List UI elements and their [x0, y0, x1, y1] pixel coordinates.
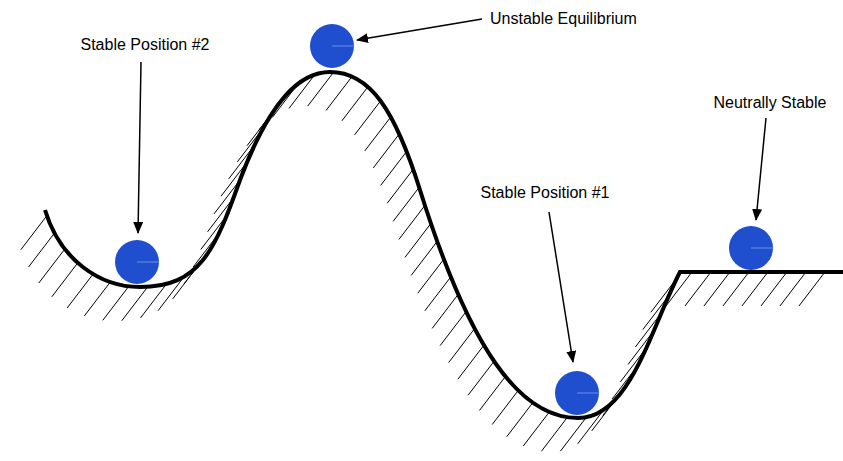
hatch-line	[492, 391, 518, 425]
ball-mark	[137, 262, 159, 263]
leader-arrow	[138, 62, 141, 233]
hatch-line	[381, 151, 407, 185]
ball-mark	[577, 393, 599, 394]
hatch-line	[393, 187, 419, 221]
hatch-line	[507, 403, 533, 437]
hatch-line	[405, 223, 431, 257]
hatch-line	[440, 312, 466, 346]
hatch-line	[560, 417, 586, 451]
hatch-line	[373, 134, 399, 168]
ball-mark	[332, 46, 354, 47]
hatch-line	[365, 117, 391, 151]
hatch-line	[425, 277, 451, 311]
callout-label: Stable Position #2	[81, 35, 210, 55]
hatch-line	[780, 272, 806, 306]
ground-curve	[45, 72, 843, 418]
ground-hatching	[21, 72, 825, 451]
hatch-line	[541, 417, 567, 451]
hatch-line	[355, 101, 381, 135]
hatch-line	[141, 284, 167, 318]
leader-arrow	[549, 212, 573, 362]
ball	[310, 24, 354, 68]
hatch-line	[52, 263, 78, 297]
hatch-line	[449, 329, 475, 363]
callout-label: Stable Position #1	[481, 183, 610, 203]
ball	[115, 240, 159, 284]
hatch-line	[723, 272, 749, 306]
hatch-line	[399, 205, 425, 239]
leader-arrow	[357, 19, 482, 40]
leader-arrows	[138, 19, 766, 362]
callout-label: Unstable Equilibrium	[490, 9, 637, 29]
hatch-line	[39, 249, 65, 283]
hatch-line	[21, 216, 47, 250]
leader-arrow	[756, 118, 766, 220]
hatch-line	[523, 412, 549, 446]
hatch-line	[704, 272, 730, 306]
hatch-line	[685, 272, 711, 306]
hatch-line	[458, 345, 484, 379]
hatch-line	[342, 87, 368, 121]
hatch-line	[761, 272, 787, 306]
hatch-line	[387, 169, 413, 203]
hatch-line	[432, 294, 458, 328]
hatch-line	[479, 376, 505, 410]
balls	[115, 24, 773, 415]
hatch-line	[418, 259, 444, 293]
hatch-line	[468, 361, 494, 395]
hatch-line	[326, 76, 352, 110]
hatch-line	[28, 233, 54, 267]
hatch-line	[67, 274, 93, 308]
hatch-line	[799, 272, 825, 306]
callout-label: Neutrally Stable	[714, 93, 827, 113]
hatch-line	[103, 286, 129, 320]
hatch-line	[122, 287, 148, 321]
hatch-line	[84, 282, 110, 316]
ball	[729, 226, 773, 270]
ball	[555, 371, 599, 415]
hatch-line	[742, 272, 768, 306]
ball-mark	[751, 248, 773, 249]
hatch-line	[411, 241, 437, 275]
